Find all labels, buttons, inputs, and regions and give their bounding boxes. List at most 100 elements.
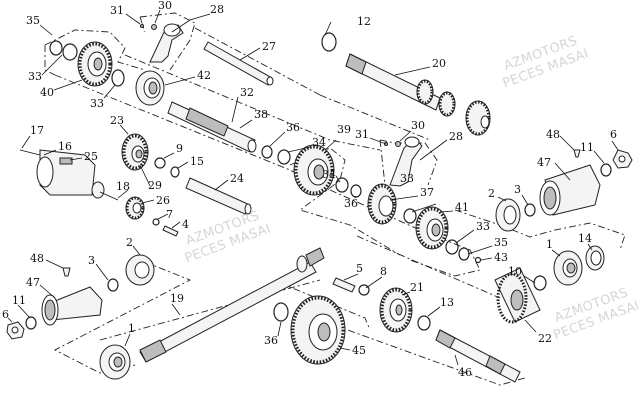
callout-31: 31 (110, 4, 124, 17)
circlip-35-b (458, 247, 470, 261)
bearing-1 (99, 344, 131, 380)
circlip-36-c (273, 302, 289, 322)
callout-37: 37 (420, 186, 434, 199)
pin-18 (99, 191, 119, 201)
leader-lines (7, 9, 619, 366)
callout-36: 36 (286, 121, 300, 134)
gear-37 (367, 183, 397, 225)
washer-7 (152, 218, 160, 226)
callout-5: 5 (356, 262, 363, 275)
gear-39 (293, 144, 335, 196)
screw-48 (573, 149, 581, 158)
callout-24: 24 (230, 172, 244, 185)
shaft-20 (345, 53, 491, 136)
washer-3-b (107, 278, 119, 292)
outline-fork-right (379, 139, 438, 186)
washer-3 (524, 203, 536, 217)
bearing-1-b (553, 250, 583, 286)
callout-7: 7 (166, 208, 173, 221)
gear-21 (379, 287, 413, 333)
callout-48: 48 (30, 252, 44, 265)
bearing-2 (495, 198, 521, 232)
callout-4: 4 (182, 218, 189, 231)
axis-lower (99, 279, 321, 341)
washer-12 (321, 32, 337, 52)
callout-41: 41 (455, 201, 469, 214)
screw-48-b (62, 267, 71, 277)
bolt-4 (162, 225, 179, 237)
housing-47 (539, 164, 601, 216)
washer-13 (417, 315, 431, 331)
circlip-36-b (350, 184, 362, 198)
circlip-15 (170, 166, 180, 178)
washer-34-b (335, 177, 349, 193)
axis-line-upper-2 (124, 54, 381, 151)
callout-25: 25 (84, 150, 98, 163)
nut-6-b (6, 321, 25, 340)
circlip-36 (261, 145, 273, 159)
washer-33-b (111, 69, 125, 87)
callout-35: 35 (26, 14, 40, 27)
callout-33: 33 (90, 97, 104, 110)
callout-13: 13 (440, 296, 454, 309)
watermark: AZMOTORS PECES MASAI (501, 34, 591, 92)
watermark: AZMOTORS PECES MASAI (552, 285, 638, 343)
nut-6 (612, 149, 633, 169)
shaft-19 (139, 247, 325, 363)
washer-33 (62, 43, 78, 61)
washer-9 (154, 157, 166, 169)
outline-group-middle (289, 147, 401, 256)
bolt-5 (332, 277, 356, 293)
washer-33-c (403, 208, 417, 224)
callout-34: 34 (322, 168, 336, 181)
callout-27: 27 (262, 40, 276, 53)
callout-3: 3 (514, 183, 521, 196)
gear-41 (415, 206, 449, 250)
callout-29: 29 (148, 179, 162, 192)
callout-10: 10 (508, 265, 522, 278)
callout-32: 32 (240, 86, 254, 99)
callout-45: 45 (352, 344, 366, 357)
callout-40: 40 (40, 86, 54, 99)
washer-10 (533, 275, 547, 291)
callout-22: 22 (538, 332, 552, 345)
callout-26: 26 (156, 194, 170, 207)
callout-36: 36 (344, 197, 358, 210)
callout-11: 11 (580, 141, 594, 154)
callout-2: 2 (488, 187, 495, 200)
callout-30: 30 (158, 0, 172, 12)
callout-30: 30 (411, 119, 425, 132)
callout-14: 14 (578, 232, 592, 245)
assembly-outlines (44, 12, 626, 386)
shaft-32 (167, 101, 257, 153)
shaft-46 (435, 329, 521, 383)
sleeve-42 (135, 70, 165, 106)
outline-lower-right (319, 235, 526, 386)
watermark: AZMOTORS PECES MASAI (183, 208, 273, 266)
housing-47-b (41, 286, 103, 326)
washer-11 (600, 163, 612, 177)
callout-2: 2 (126, 236, 133, 249)
bearing-2-b (125, 254, 155, 286)
callout-31: 31 (355, 128, 369, 141)
shift-fork-28-b (384, 136, 423, 187)
callout-17: 17 (30, 124, 44, 137)
bearing-14 (585, 245, 605, 271)
callout-15: 15 (190, 155, 204, 168)
callout-19: 19 (170, 292, 184, 305)
callout-43: 43 (494, 251, 508, 264)
callout-38: 38 (254, 108, 268, 121)
callout-48: 48 (546, 128, 560, 141)
callout-6: 6 (610, 128, 617, 141)
drum-25 (36, 149, 105, 199)
shaft-24 (185, 177, 252, 215)
callout-18: 18 (116, 180, 130, 193)
gear-40 (77, 41, 113, 87)
callout-11: 11 (12, 294, 26, 307)
callout-33: 33 (400, 172, 414, 185)
shift-fork-28 (140, 23, 184, 63)
ball-43 (474, 256, 482, 264)
callout-1: 1 (128, 322, 135, 335)
callout-47: 47 (26, 276, 40, 289)
